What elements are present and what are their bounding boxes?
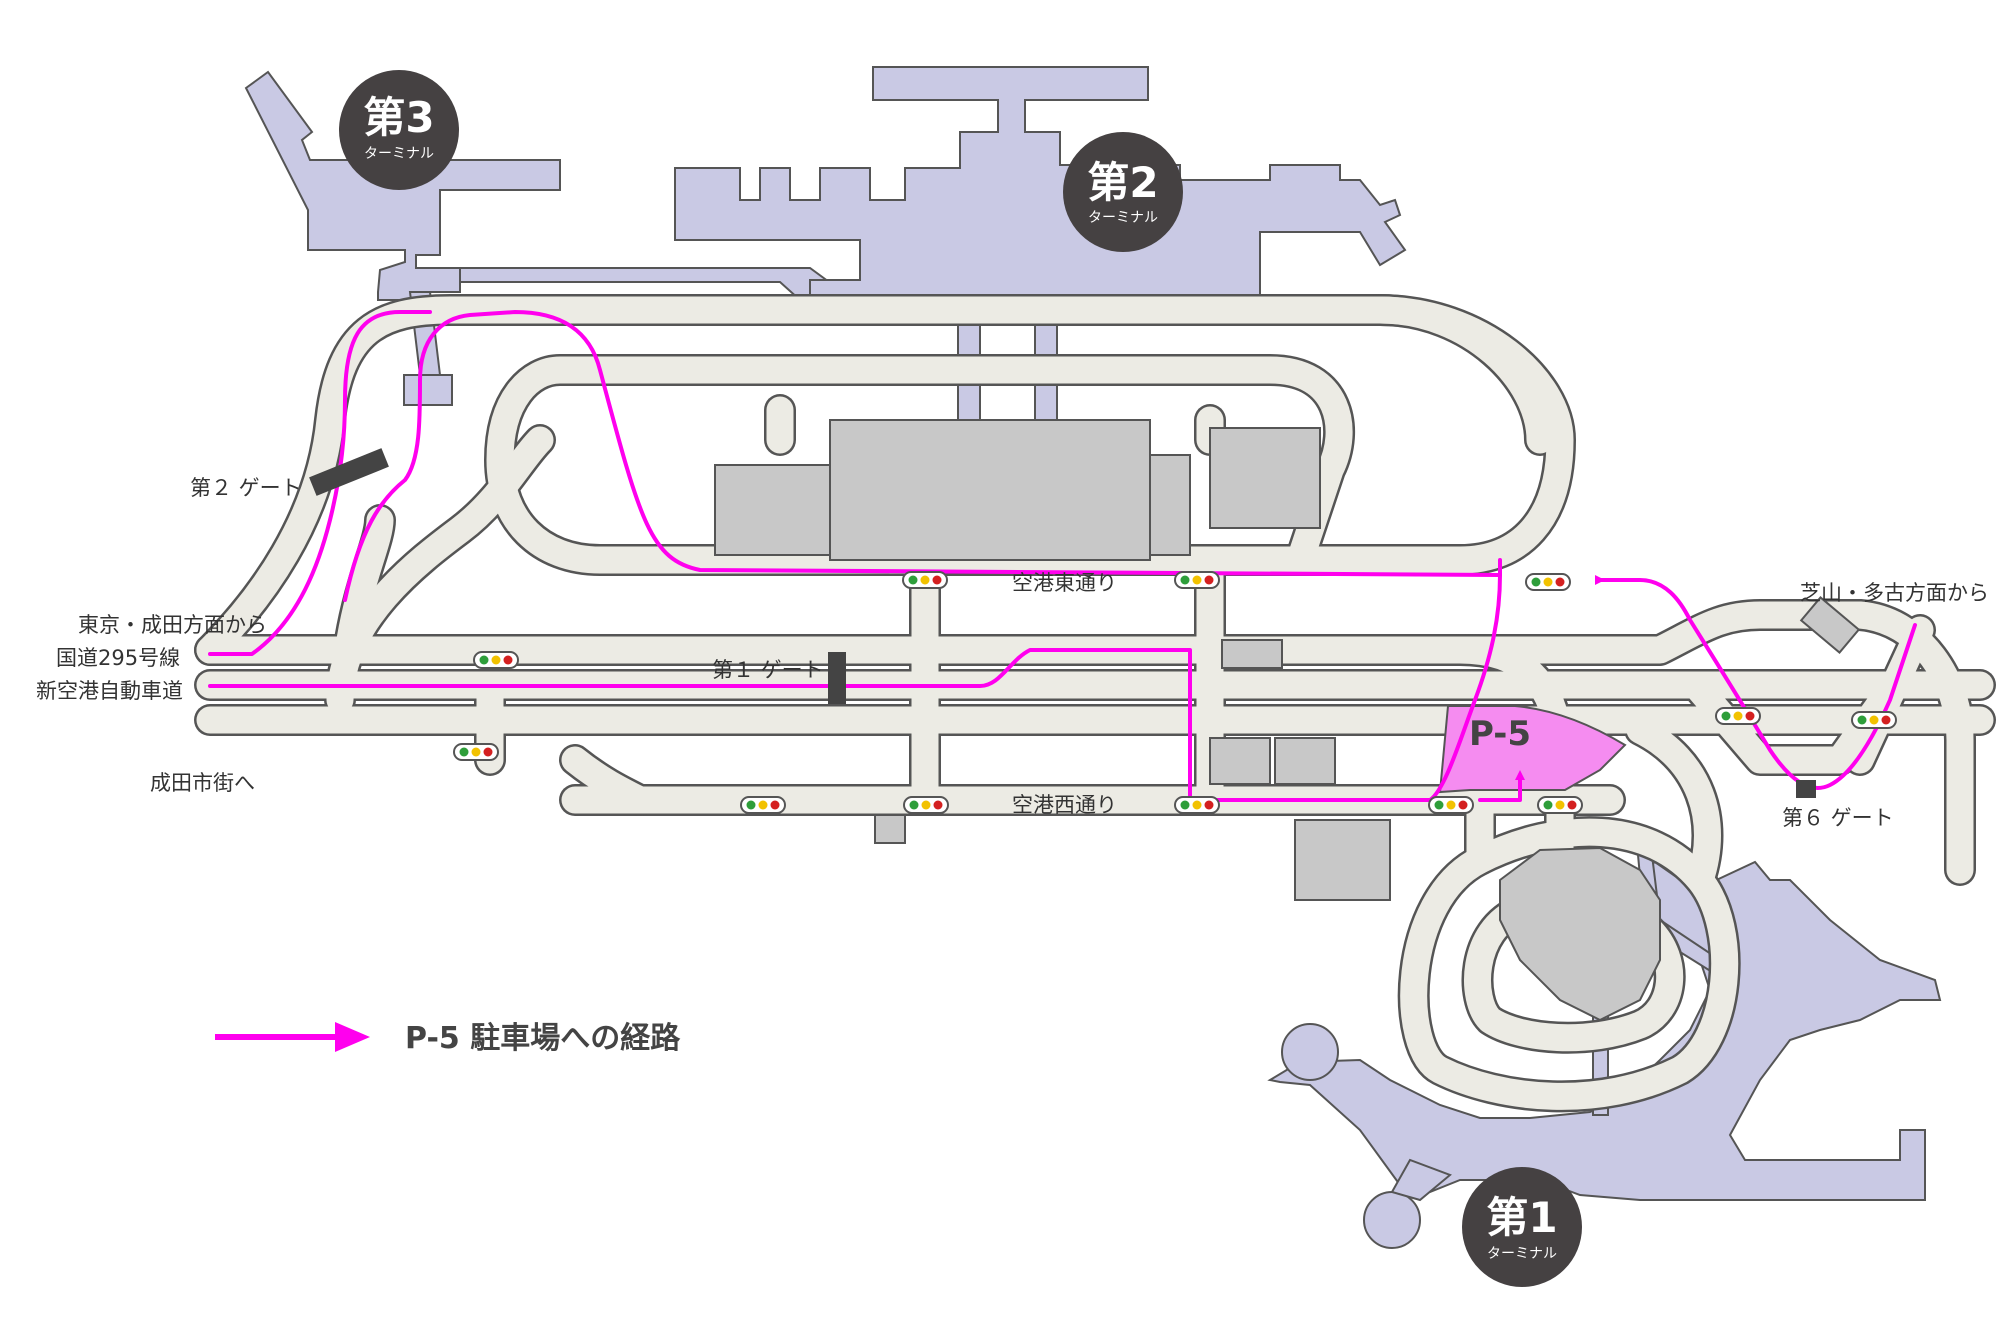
route-to-p5-west xyxy=(1428,558,1502,802)
gate-2-label: 第２ ゲート xyxy=(190,476,302,500)
terminal-1-satellite-north xyxy=(1281,1023,1339,1081)
route-from-route295 xyxy=(208,398,347,656)
terminal-3-badge: 第3 ターミナル xyxy=(339,70,459,190)
terminal-3-pier xyxy=(403,374,453,406)
building-east-1 xyxy=(1209,427,1321,529)
terminal-1-satellite-south xyxy=(1363,1191,1421,1249)
traffic-signal-icon xyxy=(1851,711,1897,729)
traffic-signal-icon xyxy=(1174,571,1220,589)
building-small-5 xyxy=(874,814,906,844)
building-central-west xyxy=(714,464,831,556)
legend-label: P-5 駐車場への経路 xyxy=(405,1021,681,1056)
route-east-approach xyxy=(1595,575,1917,791)
traffic-signal-icon xyxy=(903,796,949,814)
parking-p5-label: P-5 xyxy=(1469,714,1531,754)
terminal-3-subtitle: ターミナル xyxy=(364,146,434,162)
entrance-shinkuko-label: 新空港自動車道 xyxy=(36,679,183,703)
entrance-tokyo-narita-label: 東京・成田方面から xyxy=(78,613,267,637)
terminal-1-badge: 第1 ターミナル xyxy=(1462,1167,1582,1287)
road-west-label: 空港西通り xyxy=(1012,793,1117,817)
gate-6-bar xyxy=(1796,780,1816,798)
gates xyxy=(309,448,1816,798)
building-small-1 xyxy=(1221,639,1283,669)
route-loop-terminal3 xyxy=(343,310,432,402)
traffic-signal-icon xyxy=(1525,573,1571,591)
other-buildings xyxy=(714,419,1861,1022)
building-small-2 xyxy=(1209,737,1271,785)
building-small-3 xyxy=(1274,737,1336,785)
terminal-1-subtitle: ターミナル xyxy=(1487,1246,1557,1262)
traffic-signal-icon xyxy=(1174,796,1220,814)
legend-arrowhead xyxy=(335,1022,370,1052)
exit-narita-city-label: 成田市街へ xyxy=(150,771,255,795)
traffic-signal-icon xyxy=(473,651,519,669)
gate-2-bar xyxy=(309,448,389,496)
entrance-route295-label: 国道295号線 xyxy=(56,646,180,670)
route-p5-final-approach xyxy=(1478,770,1525,802)
gate-1-label: 第１ ゲート xyxy=(712,658,824,682)
building-small-4 xyxy=(1294,819,1391,901)
traffic-signal-icon xyxy=(1715,707,1761,725)
terminal-2-badge: 第2 ターミナル xyxy=(1063,132,1183,252)
terminal-1-number: 第1 xyxy=(1486,1193,1557,1242)
traffic-signal-icon xyxy=(453,743,499,761)
parking-p5: P-5 xyxy=(1438,705,1627,794)
traffic-signal-icon xyxy=(740,796,786,814)
gate-1-bar xyxy=(828,652,846,704)
map-labels: 第２ ゲート 第１ ゲート 第６ ゲート 空港東通り 空港西通り 東京・成田方面… xyxy=(36,476,1989,830)
traffic-signal-icon xyxy=(1537,796,1583,814)
route-from-shinkuko xyxy=(208,648,1432,802)
building-central-east xyxy=(1149,454,1191,556)
road-east-label: 空港東通り xyxy=(1012,571,1117,595)
traffic-signal-icon xyxy=(1428,796,1474,814)
route-to-p5 xyxy=(208,310,1917,802)
building-small-6 xyxy=(1799,596,1861,654)
terminal-2-subtitle: ターミナル xyxy=(1088,210,1158,226)
terminal-1-parking-deck xyxy=(1499,846,1661,1022)
traffic-signal-icon xyxy=(902,571,948,589)
terminal-badges: 第3 ターミナル 第2 ターミナル 第1 ターミナル xyxy=(339,70,1582,1287)
entrance-shibayama-label: 芝山・多古方面から xyxy=(1800,581,1989,605)
route-west-loop xyxy=(343,310,1502,602)
terminal-3-number: 第3 xyxy=(363,93,434,142)
legend: P-5 駐車場への経路 xyxy=(215,1021,681,1056)
terminal-2-number: 第2 xyxy=(1087,158,1158,207)
traffic-signals xyxy=(453,571,1897,814)
gate-6-label: 第６ ゲート xyxy=(1782,806,1894,830)
parking-p5-area xyxy=(1438,705,1627,794)
building-central-main xyxy=(829,419,1151,561)
terminal-1-satellite-arm xyxy=(1390,1158,1452,1202)
